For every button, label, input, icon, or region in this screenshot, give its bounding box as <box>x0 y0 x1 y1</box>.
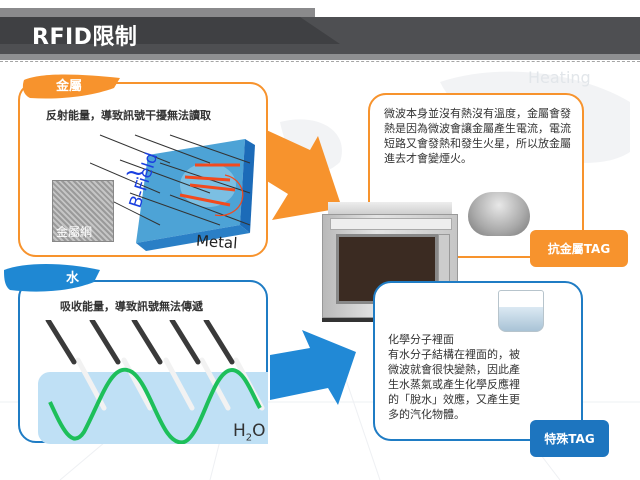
h2o-h: H <box>233 421 246 441</box>
header-accent <box>0 8 315 18</box>
metal-heading: 反射能量，導致訊號干擾無法讀取 <box>46 109 211 122</box>
metal-plate-illustration: B-Field ~ <box>90 134 255 251</box>
metal-plate-label: Metal <box>195 231 238 253</box>
metal-mesh-image <box>52 180 114 242</box>
metal-label-brush <box>22 74 121 99</box>
background-watermark: Heating <box>528 68 591 87</box>
heat-explanation-text: 微波本身並沒有熱沒有溫度，金屬會發熱是因為微波會讓金屬產生電流，電流短路又會發熱… <box>384 107 571 165</box>
header-underline <box>0 54 640 60</box>
water-label-brush <box>4 264 100 292</box>
chemical-text-line1: 化學分子裡面 <box>388 333 454 346</box>
h2o-o: O <box>252 421 266 441</box>
special-tag-button[interactable]: 特殊TAG <box>530 420 609 457</box>
header-divider <box>0 61 640 62</box>
water-glass-image <box>498 290 544 332</box>
orange-arrow-icon <box>262 128 342 220</box>
svg-text:~: ~ <box>124 158 146 188</box>
header-title-band <box>0 17 340 44</box>
h2o-label: H2O <box>233 421 266 443</box>
chemical-explanation-panel <box>373 281 583 441</box>
metal-bowl-image <box>468 192 530 236</box>
anti-metal-tag-button[interactable]: 抗金屬TAG <box>530 230 628 267</box>
water-absorption-illustration <box>38 320 268 444</box>
chemical-explanation-text: 有水分子結構在裡面的，被微波就會很快變熱，因此產生水蒸氣或產生化學反應裡的「脫水… <box>388 348 520 421</box>
metal-mesh-caption: 金屬網 <box>56 225 93 239</box>
water-section-label: 水 <box>66 271 80 286</box>
page-title: RFID限制 <box>32 25 138 50</box>
metal-section-label: 金屬 <box>56 79 83 94</box>
water-heading: 吸收能量，導致訊號無法傳遞 <box>60 300 203 313</box>
blue-arrow-icon <box>270 330 356 405</box>
h2o-subscript: 2 <box>245 432 253 444</box>
